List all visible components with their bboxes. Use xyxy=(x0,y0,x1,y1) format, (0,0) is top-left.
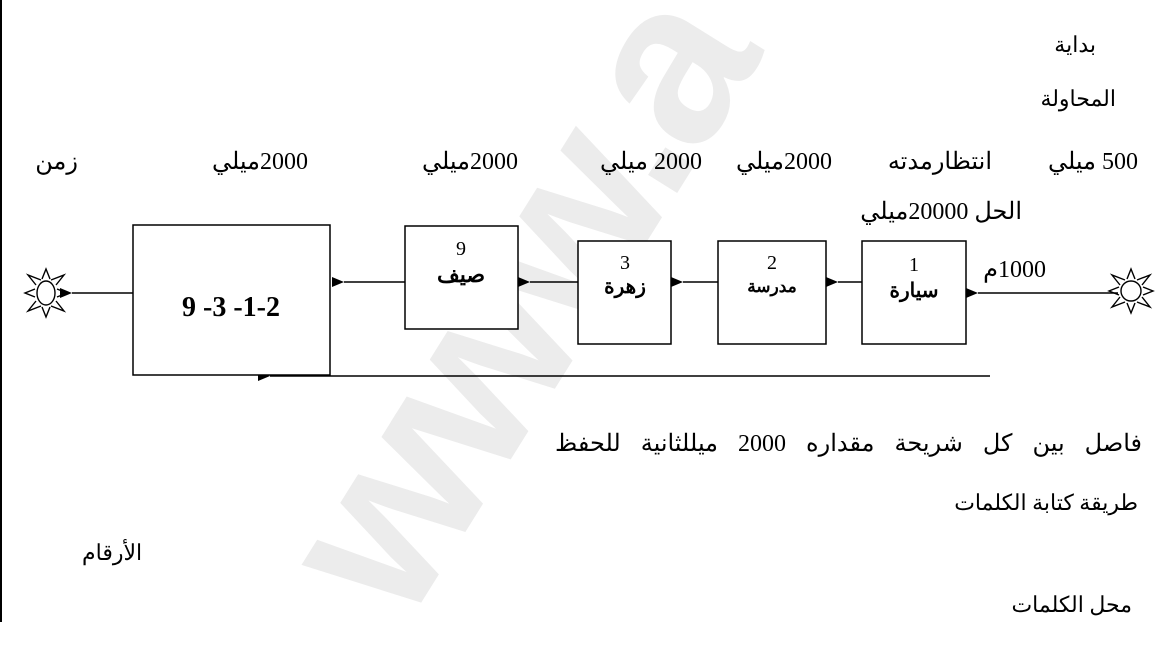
numbers-label: الأرقام xyxy=(82,540,143,565)
box4-number: 9 xyxy=(456,238,466,260)
box3-number: 3 xyxy=(620,252,630,274)
gap-note: فاصل بين كل شريحة مقداره 2000 ميللثانية … xyxy=(555,431,1142,457)
box1-number: 1 xyxy=(909,254,919,276)
box3-word: زهرة xyxy=(604,276,646,299)
box-1 xyxy=(861,240,967,345)
writing-method: طريقة كتابة الكلمات xyxy=(954,490,1138,515)
box2-number: 2 xyxy=(767,252,777,274)
box-4 xyxy=(404,225,519,330)
timing-2000-d: 2000ميلي xyxy=(211,149,308,175)
timing-wait: انتظارمدته xyxy=(887,149,992,175)
attempt-label: المحاولة xyxy=(1040,86,1116,111)
box1-word: سيارة xyxy=(889,280,938,303)
solve-time: الحل 20000ميلي xyxy=(860,199,1022,225)
box-2 xyxy=(717,240,827,345)
timing-500: 500 ميلي xyxy=(1047,149,1138,175)
timing-time: زمن xyxy=(35,149,78,175)
sun-icon-start xyxy=(1107,267,1155,315)
box-3 xyxy=(577,240,672,345)
result-box xyxy=(132,224,331,376)
timing-2000-a: 2000ميلي xyxy=(735,149,832,175)
box4-word: صيف xyxy=(437,262,485,287)
timing-2000-b: 2000 ميلي xyxy=(599,149,702,175)
page-border-left xyxy=(0,0,2,622)
flow-diagram: 1 سيارة 2 مدرسة 3 زهرة 9 صيف 1-2- 3- 9 xyxy=(23,224,1155,381)
box2-word: مدرسة xyxy=(747,277,797,297)
words-location: محل الكلمات xyxy=(1011,592,1132,617)
start-label: بداية xyxy=(1054,32,1096,57)
sun-icon-end xyxy=(23,267,69,319)
timing-2000-c: 2000ميلي xyxy=(421,149,518,175)
small-1000: 1000م xyxy=(983,257,1046,283)
result-sequence: 1-2- 3- 9 xyxy=(182,292,280,323)
